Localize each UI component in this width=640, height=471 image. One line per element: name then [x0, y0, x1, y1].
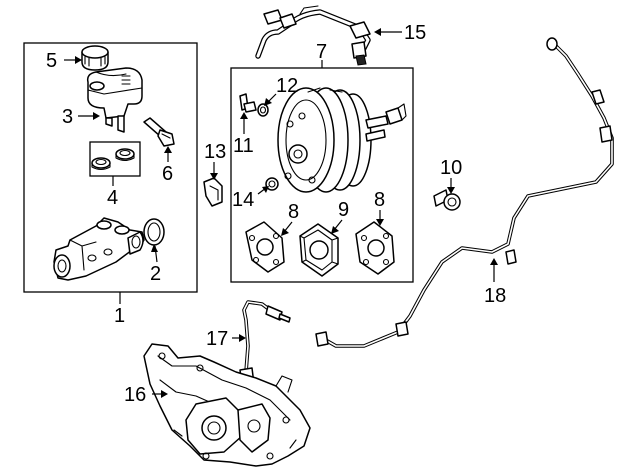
master-cylinder-group-frame — [23, 42, 198, 293]
callout-11: 11 — [233, 135, 254, 157]
check-valve — [239, 93, 257, 113]
fluid-level-sensor — [143, 117, 175, 147]
callout-10: 10 — [440, 157, 462, 179]
grommet-group-frame — [89, 141, 141, 177]
booster-spacer — [299, 223, 339, 277]
booster-seal — [265, 177, 279, 191]
callout-9: 9 — [338, 199, 349, 221]
callout-8-right: 8 — [374, 189, 385, 211]
booster-sensor-hose — [239, 300, 291, 387]
callout-16: 16 — [124, 384, 146, 406]
vacuum-pump-bracket-assembly — [143, 343, 311, 467]
vacuum-tube — [315, 37, 614, 348]
callout-6: 6 — [162, 163, 173, 185]
brake-fluid-reservoir — [86, 67, 143, 133]
callout-leaders — [64, 28, 498, 398]
booster-gasket-right — [355, 221, 395, 275]
reservoir-cap — [81, 45, 109, 71]
callout-1: 1 — [114, 305, 125, 327]
callout-7: 7 — [316, 41, 327, 63]
callout-2: 2 — [150, 263, 161, 285]
callout-8-left: 8 — [288, 201, 299, 223]
brake-booster — [277, 87, 407, 193]
callout-12: 12 — [276, 75, 298, 97]
reservoir-grommets — [91, 148, 135, 171]
hose-clip — [203, 177, 223, 207]
callout-14: 14 — [232, 189, 254, 211]
callout-13: 13 — [204, 141, 226, 163]
callout-4: 4 — [107, 187, 118, 209]
booster-gasket-left — [245, 221, 285, 273]
booster-grommet — [257, 103, 269, 117]
vacuum-hose — [255, 5, 371, 66]
master-cylinder-seal — [143, 218, 165, 246]
mounting-bolt — [433, 189, 461, 211]
callout-15: 15 — [404, 22, 426, 44]
callout-18: 18 — [484, 285, 506, 307]
callout-3: 3 — [62, 106, 73, 128]
master-cylinder — [53, 217, 145, 281]
callout-5: 5 — [46, 50, 57, 72]
callout-17: 17 — [206, 328, 228, 350]
